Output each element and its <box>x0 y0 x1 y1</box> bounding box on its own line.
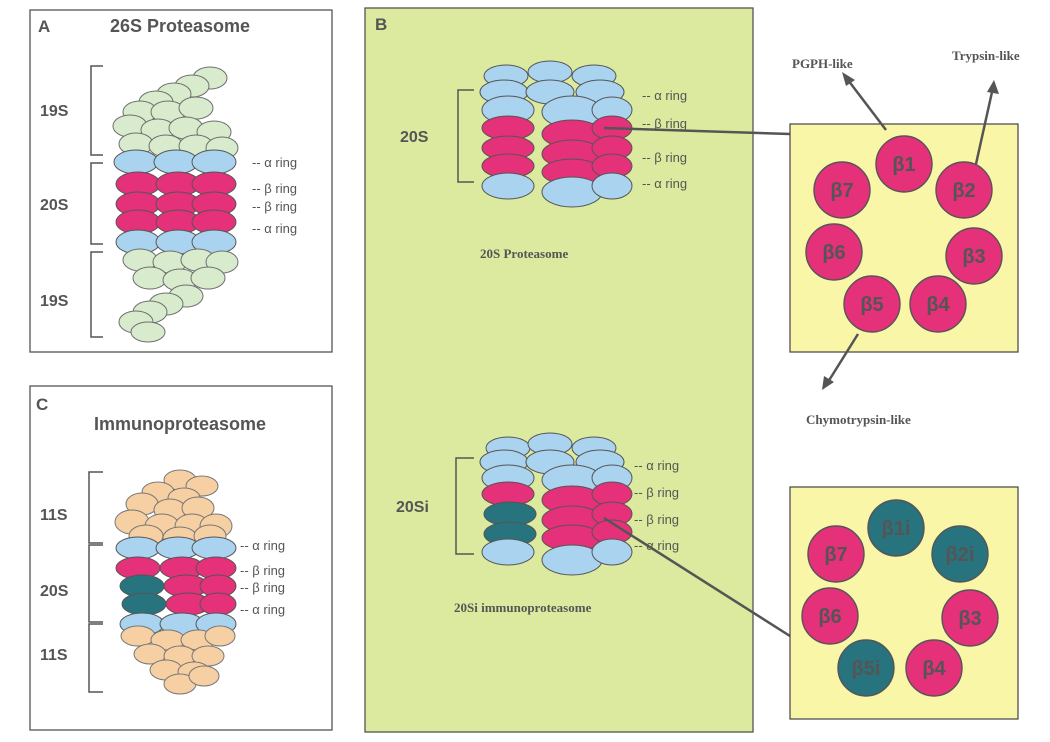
ring-label-a-4: -- α ring <box>252 221 297 236</box>
subunit-b5i-circle <box>837 639 895 697</box>
label-20si: 20Si <box>396 499 429 516</box>
ring-label-b1-3: -- β ring <box>642 150 687 165</box>
panel-c-letter: C <box>36 395 48 414</box>
bracket-20s <box>457 89 474 183</box>
core-20s-c <box>115 536 237 636</box>
ring-label-a-2: -- β ring <box>252 181 297 196</box>
caption-20si-immunoproteasome: 20Si immunoproteasome <box>454 600 592 615</box>
ring-label-b1-2: -- β ring <box>642 116 687 131</box>
label-19s-bottom: 19S <box>40 293 69 310</box>
panel-b: B <box>364 7 754 733</box>
arrow-head-pgph <box>842 72 855 86</box>
ring-label-b2-4: -- α ring <box>634 538 679 553</box>
subunit-b5i: β5i <box>852 658 881 680</box>
ring-box-top: β1 β2 β3 β4 β5 β6 β7 <box>789 123 1019 353</box>
subunit-b1i: β1i <box>882 518 911 540</box>
subunit-b5-circle <box>843 275 901 333</box>
subunit-b2i: β2i <box>946 544 975 566</box>
label-chymotrypsin-like: Chymotrypsin-like <box>806 412 911 427</box>
cap-19s-bottom <box>118 248 239 343</box>
subunit-b4: β4 <box>926 294 950 316</box>
panel-c-title: Immunoproteasome <box>94 414 266 434</box>
subunit-b3: β3 <box>962 246 985 268</box>
subunit-b7-circle <box>813 161 871 219</box>
subunit-b6i-circle <box>801 587 859 645</box>
panel-a-letter: A <box>38 17 50 36</box>
subunit-b5: β5 <box>860 294 883 316</box>
label-pgph-like: PGPH-like <box>792 56 853 71</box>
subunit-b2i-circle <box>931 525 989 583</box>
subunit-b4-circle <box>909 275 967 333</box>
brackets-a <box>90 65 103 338</box>
label-19s-top: 19S <box>40 103 69 120</box>
ring-label-c-2: -- β ring <box>240 563 285 578</box>
ring-label-b2-1: -- α ring <box>634 458 679 473</box>
label-20s-b: 20S <box>400 129 429 146</box>
arrow-head-trypsin <box>987 80 999 94</box>
bracket-20si <box>455 457 474 555</box>
label-20s-a: 20S <box>40 197 69 214</box>
ring-label-c-1: -- α ring <box>240 538 285 553</box>
cap-11s-bottom <box>120 625 236 695</box>
subunit-b3-immuno: β3 <box>958 608 981 630</box>
label-20s-c: 20S <box>40 583 69 600</box>
barrel-20s <box>479 60 633 208</box>
panel-c: C Immunoproteasome <box>29 385 333 731</box>
label-trypsin-like: Trypsin-like <box>952 48 1020 63</box>
ring-label-a-3: -- β ring <box>252 199 297 214</box>
subunit-b6-circle <box>805 223 863 281</box>
ring-label-a-1: -- α ring <box>252 155 297 170</box>
ring-label-c-3: -- β ring <box>240 580 285 595</box>
caption-20s-proteasome: 20S Proteasome <box>480 246 568 261</box>
label-11s-top: 11S <box>40 507 68 524</box>
subunit-b1i-circle <box>867 499 925 557</box>
panel-a: A 26S Proteasome <box>29 9 333 353</box>
ring-label-b1-1: -- α ring <box>642 88 687 103</box>
subunit-b4-immuno: β4 <box>922 658 946 680</box>
ring-label-c-4: -- α ring <box>240 602 285 617</box>
arrow-head-chymo <box>822 376 834 390</box>
connector-top <box>603 126 791 136</box>
subunit-b6-immuno: β6 <box>818 606 841 628</box>
ring-label-b2-2: -- β ring <box>634 485 679 500</box>
subunit-b1: β1 <box>892 154 915 176</box>
core-20s-a <box>113 149 237 255</box>
barrel-20si <box>479 432 633 576</box>
panel-a-title: 26S Proteasome <box>110 16 250 36</box>
ring-box-bottom: β1i β2i β3 β4 β5i β6 β7 <box>789 486 1019 720</box>
subunit-b2-circle <box>935 161 993 219</box>
subunit-b3-circle <box>945 227 1003 285</box>
panel-b-letter: B <box>375 15 387 34</box>
subunit-b6: β6 <box>822 242 845 264</box>
subunit-b2: β2 <box>952 180 975 202</box>
ring-label-b1-4: -- α ring <box>642 176 687 191</box>
connector-bottom <box>603 516 791 638</box>
brackets-c <box>88 471 103 693</box>
subunit-b7i-circle <box>807 525 865 583</box>
subunit-b7-immuno: β7 <box>824 544 847 566</box>
subunit-b4i-circle <box>905 639 963 697</box>
subunit-b3i-circle <box>941 589 999 647</box>
subunit-b1-circle <box>875 135 933 193</box>
activity-arrows <box>822 72 999 390</box>
subunit-b7: β7 <box>830 180 853 202</box>
label-11s-bottom: 11S <box>40 647 68 664</box>
ring-label-b2-3: -- β ring <box>634 512 679 527</box>
